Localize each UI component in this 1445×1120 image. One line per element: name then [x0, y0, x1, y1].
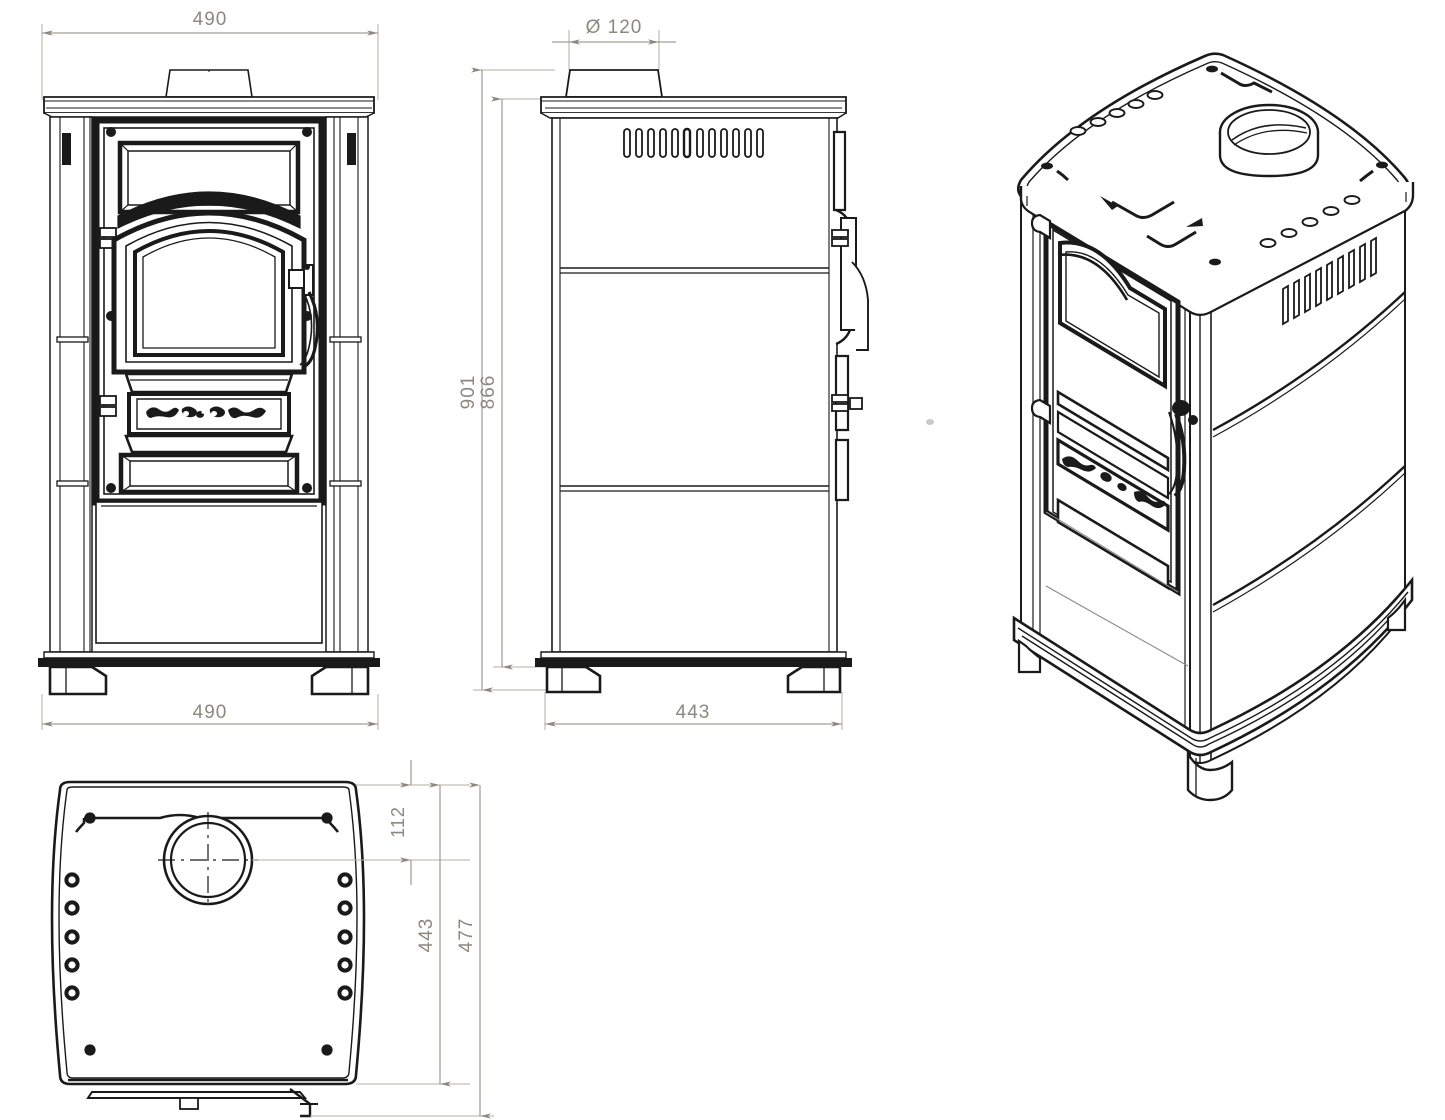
front-top-plate [43, 96, 375, 118]
side-base-plinth [535, 651, 852, 694]
iso-door [1030, 213, 1198, 597]
front-door-mid-rail [124, 372, 294, 394]
plan-view-group: 112 443 477 [50, 760, 494, 1119]
plan-bolt-holes-left [64, 872, 80, 1001]
stray-artifact-dot [926, 419, 934, 425]
dim-plan-flue-offset-label: 112 [388, 806, 408, 838]
dim-plan-total-depth-label: 477 [456, 918, 477, 953]
front-feet [48, 665, 370, 696]
dim-total-height-label: 901 [458, 375, 479, 410]
isometric-view-group [1012, 52, 1415, 802]
plan-corner-dots [84, 812, 333, 1056]
iso-top-groove-arrow [1100, 196, 1203, 227]
decorative-scroll-icon [146, 406, 266, 419]
iso-internal-lines [1045, 511, 1189, 667]
front-left-column [49, 116, 93, 653]
front-lower-body [95, 501, 323, 644]
side-body [551, 117, 838, 653]
front-door-upper-panel [117, 140, 301, 215]
dim-flue-diameter: Ø 120 [552, 17, 676, 70]
door-boss-br [302, 483, 312, 493]
iso-right-side [1189, 209, 1406, 764]
plan-centre-lines [158, 812, 258, 908]
dim-plan-depth-label: 443 [416, 918, 437, 953]
door-boss-bl [106, 483, 116, 493]
front-base-plinth [38, 651, 380, 667]
iso-top-bolt-holes-left [1069, 90, 1164, 136]
dim-front-top-width-label: 490 [193, 9, 228, 30]
front-ash-door-ornament-panel [127, 392, 291, 436]
dim-front-bottom-width: 490 [41, 694, 379, 730]
iso-flue-collar [1218, 103, 1320, 178]
door-boss-tr [302, 127, 312, 137]
iso-top-groove-marks [1056, 71, 1374, 248]
plan-bolt-holes-right [337, 872, 353, 1001]
side-flue-stub [564, 69, 664, 98]
front-door-window [111, 191, 307, 375]
dim-body-height-label: 866 [478, 375, 499, 410]
dim-plan-depth: 443 [356, 782, 470, 1087]
iso-base-plinth [1012, 576, 1414, 802]
door-boss-tl [106, 127, 116, 137]
iso-door-hinges [1030, 213, 1052, 425]
front-door-handle[interactable] [288, 264, 320, 368]
door-hinge-lower [99, 395, 117, 417]
iso-decorative-scroll-icon [1062, 456, 1166, 509]
side-top-plate [540, 96, 847, 119]
dim-side-depth-label: 443 [676, 702, 711, 723]
iso-top-bolt-holes-right [1259, 195, 1361, 248]
front-elevation-view: 490 [38, 9, 380, 730]
side-elevation-view: Ø 120 901 866 [458, 17, 869, 730]
dim-front-top-width: 490 [41, 9, 379, 100]
dim-flue-diameter-label: Ø 120 [586, 17, 643, 38]
dim-side-depth: 443 [544, 692, 843, 730]
dim-plan-total-depth: 477 [310, 782, 494, 1119]
iso-door-handle[interactable] [1168, 400, 1198, 498]
dim-front-bottom-width-label: 490 [193, 702, 228, 723]
front-right-column [325, 116, 369, 653]
side-door-profile [831, 130, 869, 502]
side-ventilation-slots [623, 127, 764, 159]
front-ash-pan-panel [118, 434, 300, 495]
iso-top-corner-dots [1041, 65, 1388, 266]
front-flue-stub [165, 69, 253, 98]
door-hinge-upper [99, 227, 117, 249]
plan-rear-detail [68, 1078, 348, 1118]
dim-total-height: 901 [458, 67, 555, 693]
